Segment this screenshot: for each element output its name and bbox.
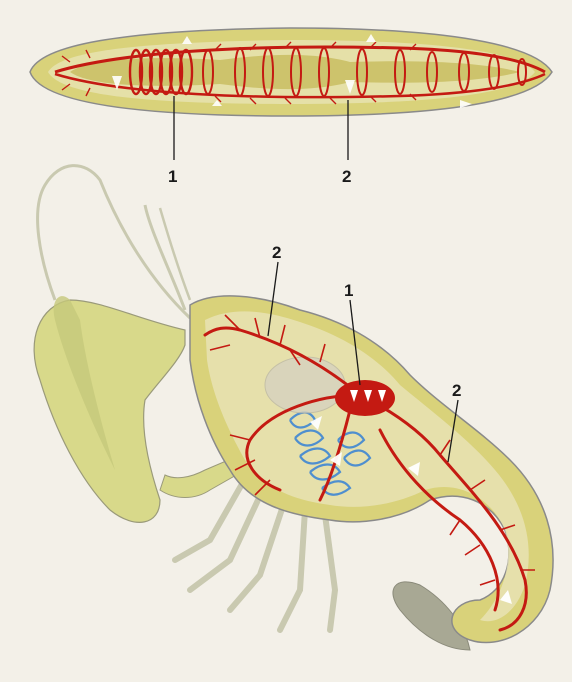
worm-vessel-label: 2 — [342, 167, 351, 186]
crayfish-vessel-back-label: 2 — [452, 381, 461, 400]
earthworm-hearts — [130, 50, 192, 94]
crayfish-antenna-long — [38, 166, 190, 318]
crayfish: 1 2 2 — [34, 166, 553, 650]
crayfish-heart — [335, 380, 395, 416]
crayfish-body-inner — [205, 311, 529, 621]
worm-heart-label: 1 — [168, 167, 177, 186]
earthworm: 1 2 — [30, 28, 552, 186]
crayfish-heart-label: 1 — [344, 281, 353, 300]
crayfish-vessel-front-label: 2 — [272, 243, 281, 262]
